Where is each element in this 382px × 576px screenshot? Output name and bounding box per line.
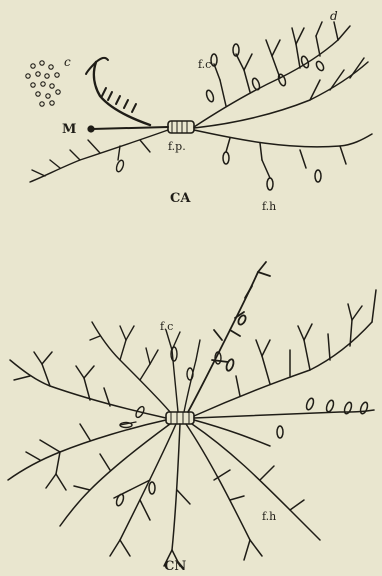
label-fc-bottom: f.c (160, 320, 173, 333)
cell-body-ca (168, 121, 194, 133)
dendrite-lower-left (30, 130, 168, 182)
label-fh-top: f.h (262, 200, 276, 213)
dendrite-tree-ca (194, 22, 372, 190)
label-d: d (330, 9, 338, 23)
dendrite-right-cn (194, 290, 376, 446)
figure-cn: f.c f.h CN (8, 262, 376, 574)
label-c: c (64, 55, 71, 69)
label-m: M (62, 122, 76, 137)
dendrite-lower-cn (60, 424, 320, 566)
label-fh-bottom: f.h (262, 510, 276, 523)
label-fc-top: f.c (198, 58, 211, 71)
cell-cluster (26, 61, 60, 106)
figure-ca: d c f.c M f.p. f.h CA (26, 9, 372, 213)
axon-to-m (86, 58, 168, 132)
dendrite-left-cn (8, 352, 166, 490)
cell-body-cn (166, 412, 194, 424)
dendrite-upper-cn (90, 322, 221, 428)
label-fp: f.p. (168, 140, 186, 153)
caption-ca: CA (170, 191, 191, 206)
caption-cn: CN (164, 559, 186, 574)
